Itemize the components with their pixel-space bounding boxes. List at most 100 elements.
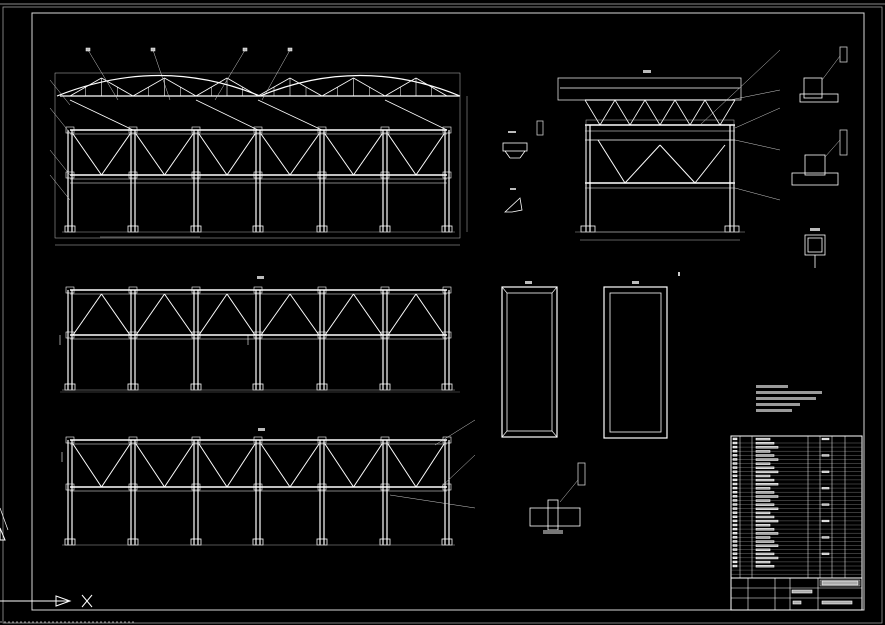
parts-list-index-cell xyxy=(732,482,738,486)
parts-list-index-cell xyxy=(732,560,738,564)
parts-list-name-cell xyxy=(755,446,779,449)
front-web-diagonal xyxy=(198,133,228,176)
front-joint-plate xyxy=(317,126,327,134)
parts-list-index-cell xyxy=(732,490,738,494)
section-a-web-diagonal xyxy=(415,293,445,336)
parts-list-material-cell xyxy=(821,487,830,490)
section-a-web-diagonal xyxy=(198,293,228,336)
parts-list-name-cell xyxy=(755,437,771,441)
side-web xyxy=(624,144,661,184)
front-roof-long-diagonal xyxy=(195,99,259,131)
side-web xyxy=(694,144,726,184)
parts-list-index-cell xyxy=(732,548,738,551)
detail-5-section xyxy=(804,228,826,268)
section-a-joint-plate xyxy=(442,286,452,294)
side-roof-web xyxy=(659,99,676,126)
parts-list-material-cell xyxy=(821,519,830,523)
front-dimension-box xyxy=(54,72,461,239)
section-b-joint-plate xyxy=(191,483,201,491)
parts-list-name-cell xyxy=(755,462,771,465)
side-dimension-box xyxy=(585,119,735,233)
parts-list-index-cell xyxy=(732,536,738,539)
side-roof-web xyxy=(584,99,601,126)
section-b-leader-line xyxy=(434,419,476,446)
parts-list-index-cell xyxy=(732,511,738,514)
side-leader-line xyxy=(734,187,781,201)
front-web-diagonal xyxy=(72,133,102,176)
front-joint-plate xyxy=(128,171,138,179)
parts-list-name-cell xyxy=(755,499,771,502)
title-block-code xyxy=(821,600,853,605)
side-web xyxy=(659,144,696,184)
parts-list-index-cell xyxy=(732,458,738,461)
parts-list-name-cell xyxy=(755,523,771,527)
parts-list-index-cell xyxy=(732,437,738,441)
section-b-joint-plate xyxy=(128,436,138,444)
front-roof-long-diagonal xyxy=(69,99,134,131)
section-a-joint-plate xyxy=(65,286,75,294)
parts-list-index-cell xyxy=(732,519,738,523)
parts-list-index-cell xyxy=(732,449,738,453)
title-block-scale xyxy=(792,600,802,605)
front-web-diagonal xyxy=(164,133,194,176)
front-web-diagonal xyxy=(289,133,320,176)
front-roof-arch-left xyxy=(56,74,261,97)
section-b-joint-plate xyxy=(191,436,201,444)
side-roof-web xyxy=(644,99,661,126)
parts-list-index-cell xyxy=(732,544,738,547)
parts-list-index-cell xyxy=(732,515,738,519)
section-b-web-diagonal xyxy=(135,443,165,488)
front-leader-line xyxy=(261,49,291,101)
front-joint-plate xyxy=(191,126,201,134)
parts-list-name-cell xyxy=(755,441,775,445)
parts-list-name-cell xyxy=(755,515,775,519)
side-roof-panel xyxy=(557,77,742,101)
section-b-joint-plate xyxy=(317,483,327,491)
parts-list-index-cell xyxy=(732,470,738,473)
parts-list-name-cell xyxy=(755,536,771,539)
front-side-leader xyxy=(49,174,71,201)
parts-list-index-cell xyxy=(732,507,738,510)
section-a-web-diagonal xyxy=(353,293,383,336)
side-roof-web xyxy=(674,99,691,126)
section-a-joint-plate xyxy=(253,286,263,294)
side-leader-line xyxy=(734,107,781,129)
title-block-name-text xyxy=(821,580,859,586)
front-elevation-view xyxy=(49,47,468,238)
front-joint-plate xyxy=(253,126,263,134)
section-a-web-diagonal xyxy=(289,293,320,336)
section-a-web-diagonal xyxy=(135,293,165,336)
parts-list-index-cell xyxy=(732,454,738,457)
title-block xyxy=(730,435,863,611)
parts-list-index-cell xyxy=(732,466,738,469)
inner-frame xyxy=(31,12,865,611)
section-a-joint-plate xyxy=(317,331,327,339)
front-joint-plate xyxy=(442,171,452,179)
section-b-leader-line xyxy=(389,494,476,509)
section-b-web-diagonal xyxy=(198,443,228,488)
parts-list-index-cell xyxy=(732,495,738,498)
parts-list-index-cell xyxy=(732,486,738,490)
parts-list-material-cell xyxy=(821,470,830,473)
section-a-web-diagonal xyxy=(72,293,102,336)
front-web-diagonal xyxy=(260,133,291,176)
section-b-web-diagonal xyxy=(260,443,291,488)
section-b-web-diagonal xyxy=(289,443,320,488)
front-leader-tag xyxy=(287,47,293,52)
plan-caption-tag-right xyxy=(632,281,639,284)
section-a-joint-plate xyxy=(380,286,390,294)
front-side-leader xyxy=(49,149,71,176)
detail-2-bracket xyxy=(503,188,523,213)
title-block-drawing-no xyxy=(791,589,813,594)
section-a-joint-plate xyxy=(317,286,327,294)
front-joint-plate xyxy=(65,171,75,179)
plan-view-left xyxy=(501,286,558,438)
detail-3-gutter xyxy=(799,46,848,103)
parts-list-index-cell xyxy=(732,499,738,502)
parts-list-index-cell xyxy=(732,527,738,531)
parts-list-name-cell xyxy=(755,503,775,506)
side-roof-web xyxy=(629,99,646,126)
front-web-diagonal xyxy=(415,133,445,176)
section-b-web-diagonal xyxy=(387,443,417,488)
outer-frame xyxy=(2,6,883,624)
